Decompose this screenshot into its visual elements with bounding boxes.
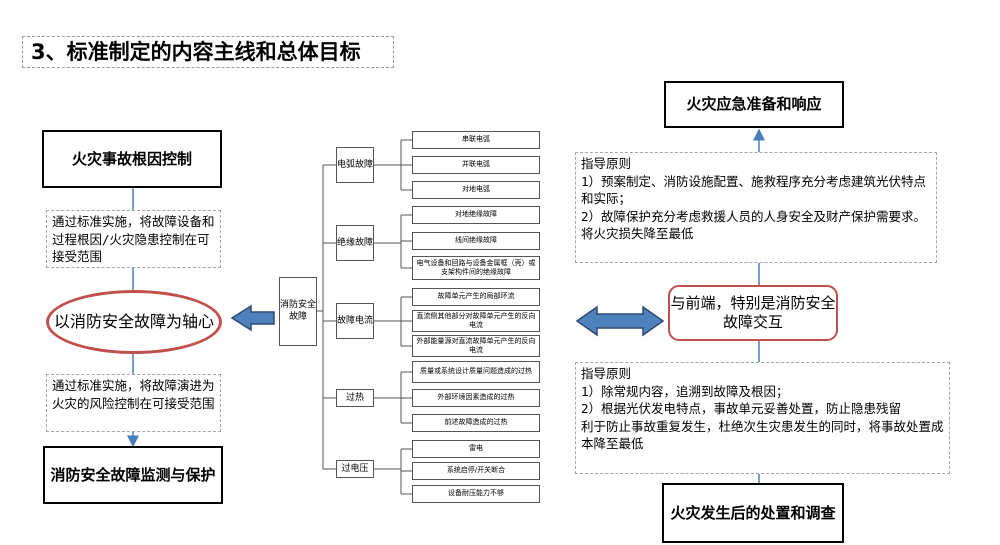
tree-leaf: 直流侧其他部分对故障单元产生的反向电流 xyxy=(412,310,540,332)
tree-leaf: 设备耐压能力不够 xyxy=(412,485,540,503)
tree-leaf: 对地绝缘故障 xyxy=(412,206,540,224)
fault-monitor-protect-box: 消防安全故障监测与保护 xyxy=(43,446,223,504)
risk-control-note: 通过标准实施，将故障演进为火灾的风险控制在可接受范围 xyxy=(46,374,221,432)
guideline-note-emergency: 指导原则 1）预案制定、消防设施配置、施救程序充分考虑建筑光伏特点和实际； 2）… xyxy=(575,152,937,263)
fault-tree-root: 消防安全故障 xyxy=(279,277,317,346)
root-cause-control-box: 火灾事故根因控制 xyxy=(42,130,222,188)
guideline-line: 2）故障保护充分考虑救援人员的人身安全及财产保护需要求。 xyxy=(581,208,927,224)
guideline-line: 1）除常规内容，追溯到故障及根因； xyxy=(581,383,789,399)
tree-leaf: 故障单元产生的局部环流 xyxy=(412,288,540,306)
left-arrow-icon xyxy=(230,304,275,332)
slide-title: 3、标准制定的内容主线和总体目标 xyxy=(22,36,394,68)
tree-leaf: 系统启停/开关断合 xyxy=(412,462,540,480)
root-cause-note: 通过标准实施，将故障设备和过程根因/火灾隐患控制在可接受范围 xyxy=(46,210,221,268)
tree-brackets xyxy=(317,139,412,495)
tree-category-fault-current: 故障电流 xyxy=(336,303,374,339)
tree-category-insulation-fault: 绝缘故障 xyxy=(336,225,374,261)
guideline-line: 利于防止事故重复发生，杜绝次生灾患发生的同时，将事故处置成本降至最低 xyxy=(581,418,944,452)
tree-leaf: 外部能量源对直流故障单元产生的反向电流 xyxy=(412,335,540,357)
tree-leaf: 并联电弧 xyxy=(412,156,540,174)
guideline-note-disposal: 指导原则 1）除常规内容，追溯到故障及根因； 2）根据光伏发电特点，事故单元妥善… xyxy=(575,362,950,474)
front-interaction-oval: 与前端，特别是消防安全故障交互 xyxy=(668,285,838,341)
post-fire-disposal-box: 火灾发生后的处置和调查 xyxy=(662,483,844,543)
emergency-response-box: 火灾应急准备和响应 xyxy=(664,81,844,128)
guideline-line: 2）根据光伏发电特点，事故单元妥善处置，防止隐患残留 xyxy=(581,401,902,416)
tree-category-overvoltage: 过电压 xyxy=(336,460,374,478)
tree-category-arc-fault: 电弧故障 xyxy=(336,147,374,183)
guideline-line: 将火灾损失降至最低 xyxy=(581,226,694,241)
tree-leaf: 电气设备和回路与设备金属框（壳）或支架构件间的绝缘故障 xyxy=(412,256,540,280)
guideline-heading: 指导原则 xyxy=(581,366,632,381)
tree-leaf: 外部环境因素造成的过热 xyxy=(412,389,540,407)
tree-leaf: 串联电弧 xyxy=(412,131,540,149)
tree-leaf: 对地电弧 xyxy=(412,181,540,199)
tree-leaf: 质量或系统设计质量问题造成的过热 xyxy=(412,361,540,383)
tree-leaf: 线间绝缘故障 xyxy=(412,232,540,250)
tree-leaf: 雷电 xyxy=(412,440,540,458)
guideline-line: 1）预案制定、消防设施配置、施救程序充分考虑建筑光伏特点和实际； xyxy=(581,173,927,207)
core-fault-oval: 以消防安全故障为轴心 xyxy=(46,290,222,354)
tree-category-overheat: 过热 xyxy=(336,389,374,407)
guideline-heading: 指导原则 xyxy=(581,156,632,171)
double-arrow-icon xyxy=(575,305,665,337)
tree-leaf: 前述故障造成的过热 xyxy=(412,414,540,432)
